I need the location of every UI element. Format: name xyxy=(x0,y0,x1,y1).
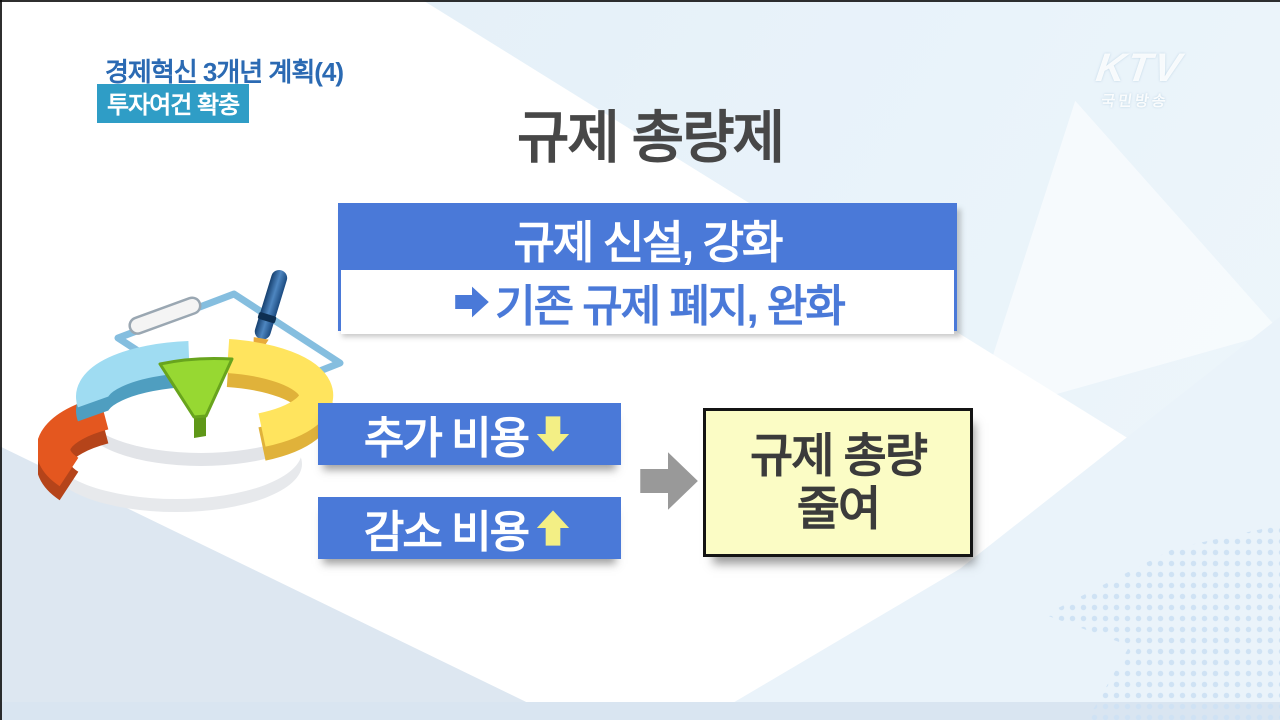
result-box: 규제 총량 줄여 xyxy=(703,408,973,557)
bg-bottom-strip xyxy=(0,702,1280,720)
rule-box-header: 규제 신설, 강화 xyxy=(341,206,954,270)
pie-segment-orange xyxy=(38,396,109,501)
bg-dot-pattern xyxy=(1045,525,1280,720)
cost-box-added: 추가 비용 xyxy=(318,403,621,465)
ktv-logo-subtext: 국민방송 xyxy=(1100,93,1170,110)
right-arrow-icon xyxy=(455,286,489,318)
pie-segment-green xyxy=(158,356,234,438)
rule-box-body-text: 기존 규제 폐지, 완화 xyxy=(495,282,846,331)
pie-chart-clipboard-illustration xyxy=(38,269,344,512)
cost-box-added-label: 추가 비용 xyxy=(363,414,530,463)
rule-box-body: 기존 규제 폐지, 완화 xyxy=(341,270,954,334)
pie-segment-yellow xyxy=(226,339,334,461)
cost-box-reduced-label: 감소 비용 xyxy=(363,508,530,557)
frame-edge-left xyxy=(0,0,2,720)
flow-right-arrow-icon xyxy=(640,452,698,510)
slide-title: 규제 총량제 xyxy=(516,106,785,170)
cost-box-reduced: 감소 비용 xyxy=(318,497,621,559)
ktv-logo: KTV 국민방송 xyxy=(1074,46,1203,111)
frame-edge-top xyxy=(0,0,1280,2)
up-arrow-icon xyxy=(536,510,570,546)
result-line-1: 규제 총량 xyxy=(749,428,928,482)
program-title: 경제혁신 3개년 계획(4) xyxy=(105,57,344,87)
episode-badge: 투자여건 확충 xyxy=(97,84,250,123)
rule-box: 규제 신설, 강화 기존 규제 폐지, 완화 xyxy=(338,203,957,334)
ktv-logo-text: KTV xyxy=(1093,46,1186,90)
result-line-2: 줄여 xyxy=(796,481,881,535)
down-arrow-icon xyxy=(536,416,570,452)
